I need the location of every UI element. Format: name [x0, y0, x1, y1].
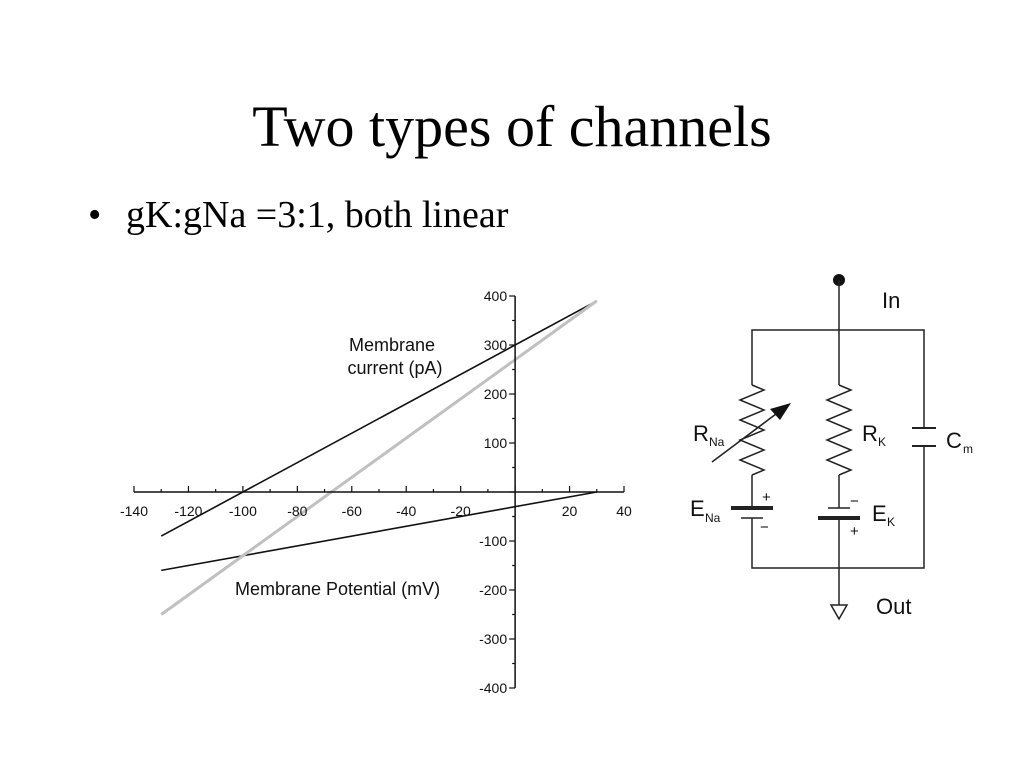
- bullet-dot-icon: •: [88, 194, 102, 236]
- e-na-plus-sign: +: [762, 489, 771, 506]
- x-tick-label: -120: [174, 503, 202, 519]
- y-tick-label: -400: [479, 680, 507, 696]
- series-line-2: [161, 491, 597, 572]
- series-line-1: [160, 300, 598, 537]
- y-tick-label: 300: [484, 337, 508, 353]
- c-m-label: C: [946, 428, 962, 453]
- y-tick-label: -300: [479, 631, 507, 647]
- y-axis-label-line-2: current (pA): [347, 358, 442, 378]
- series-line-3: [160, 299, 598, 616]
- y-tick-label: -200: [479, 582, 507, 598]
- r-k-label: R: [862, 421, 878, 446]
- c-m-subscript: m: [963, 442, 973, 456]
- y-tick-label: 200: [484, 386, 508, 402]
- e-k-label: E: [872, 501, 887, 526]
- x-tick-label: -40: [396, 503, 416, 519]
- tick-layer: -140 -120 -100 -80 -60 -40 -20 20 40 400 300 200 100…: [120, 288, 632, 696]
- slide-title: Two types of channels: [252, 94, 772, 159]
- x-axis-label: Membrane Potential (mV): [235, 579, 440, 599]
- bullet-text: gK:gNa =3:1, both linear: [126, 194, 509, 236]
- out-label: Out: [876, 594, 911, 619]
- x-tick-label: 40: [616, 503, 632, 519]
- x-tick-label: -140: [120, 503, 148, 519]
- series-layer: [160, 299, 598, 616]
- r-na-subscript: Na: [709, 435, 725, 449]
- bullet-item: • gK:gNa =3:1, both linear: [88, 196, 508, 234]
- e-k-subscript: K: [887, 515, 895, 529]
- x-tick-label: -20: [451, 503, 471, 519]
- y-axis-label-line-1: Membrane: [349, 335, 435, 355]
- top-rail-wire: [751, 329, 925, 428]
- in-label: In: [882, 288, 900, 313]
- ground-icon: [829, 604, 849, 621]
- bottom-rail-wire: [751, 446, 925, 569]
- y-tick-label: 400: [484, 288, 508, 304]
- r-na-label: R: [693, 421, 709, 446]
- membrane-circuit-diagram: [711, 274, 936, 621]
- x-tick-label: 20: [562, 503, 578, 519]
- x-tick-label: -80: [287, 503, 307, 519]
- e-na-label: E: [690, 496, 705, 521]
- resistor-k-icon: [825, 384, 853, 476]
- variable-arrow-shaft: [711, 407, 785, 463]
- resistor-na-icon: [738, 384, 766, 476]
- iv-chart: -140 -120 -100 -80 -60 -40 -20 20 40 400 300 200 100…: [120, 288, 632, 696]
- x-tick-label: -100: [229, 503, 257, 519]
- x-tick-label: -60: [342, 503, 362, 519]
- e-na-minus-sign: −: [760, 519, 769, 536]
- y-tick-label: 100: [484, 435, 508, 451]
- e-k-minus-sign: −: [850, 493, 859, 510]
- y-tick-label: -100: [479, 533, 507, 549]
- variable-arrow-head-icon: [770, 403, 791, 420]
- e-na-subscript: Na: [705, 511, 721, 525]
- r-k-subscript: K: [878, 435, 886, 449]
- circuit-labels: In Out R Na R K C m E Na E K + − − +: [690, 288, 973, 619]
- e-k-plus-sign: +: [850, 523, 859, 540]
